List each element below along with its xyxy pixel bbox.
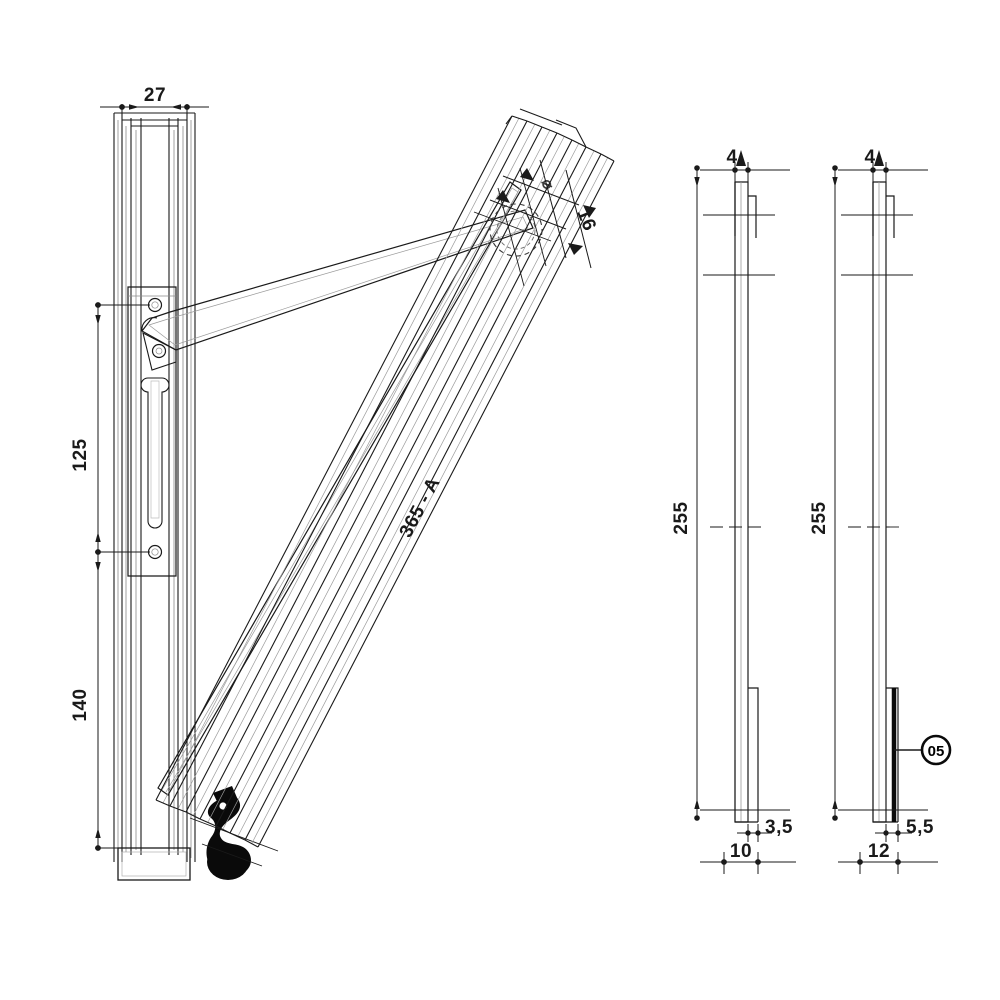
dimension-label-255-view2: 255 [809, 501, 830, 534]
right-section-view-2 [872, 181, 899, 823]
dimension-4-view1 [700, 150, 790, 186]
centerlines-view-1 [700, 214, 790, 811]
dimension-label-140: 140 [70, 688, 91, 721]
hinge-detail [206, 786, 252, 880]
dimension-255-view2 [832, 165, 838, 821]
dimension-4-view2 [838, 150, 928, 186]
centerlines-view-2 [838, 214, 928, 811]
balloon-05-callout [894, 734, 952, 766]
dimension-label-55: 5,5 [906, 817, 934, 838]
dimension-140 [95, 551, 150, 851]
center-detail-view [155, 108, 615, 848]
dimension-255-view1 [694, 165, 700, 821]
dimension-label-4-view2: 4 [864, 147, 875, 168]
left-elevation-view [113, 112, 534, 881]
dimension-10-view1 [700, 852, 796, 874]
dimension-label-255-view1: 255 [671, 501, 692, 534]
dimension-55-view2 [875, 824, 912, 842]
dimension-label-10: 10 [730, 841, 752, 862]
dimension-label-4-view1: 4 [726, 147, 737, 168]
dimension-label-12: 12 [868, 841, 890, 862]
balloon-label-05: 05 [928, 743, 945, 760]
dimension-27 [100, 104, 209, 128]
dimension-12-view2 [838, 852, 938, 874]
dimension-label-27: 27 [144, 85, 166, 106]
dimension-label-125: 125 [70, 438, 91, 471]
dimension-label-35: 3,5 [765, 817, 793, 838]
right-section-view-1 [734, 181, 759, 823]
dimension-35-view1 [737, 824, 772, 842]
